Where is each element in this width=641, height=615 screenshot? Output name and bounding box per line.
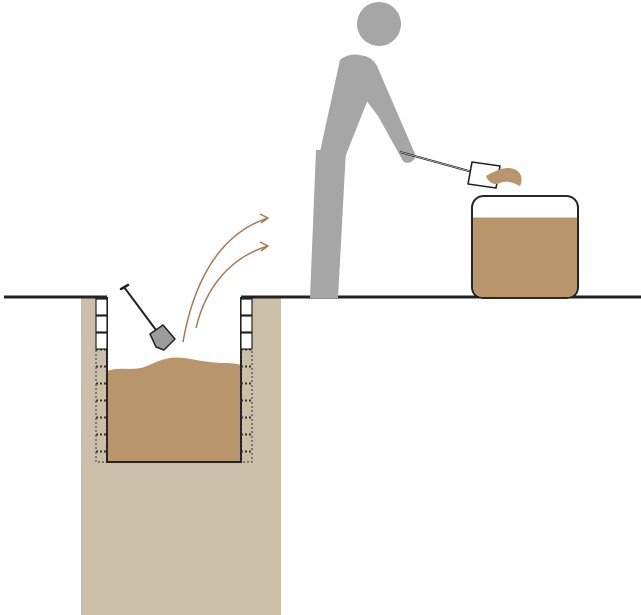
shoring-right <box>241 299 252 349</box>
shoring-left <box>96 299 107 349</box>
pit-sand-fill <box>107 357 241 462</box>
person-icon <box>310 2 415 298</box>
sand-container-icon <box>472 196 578 298</box>
person-shovel-icon <box>400 152 522 188</box>
